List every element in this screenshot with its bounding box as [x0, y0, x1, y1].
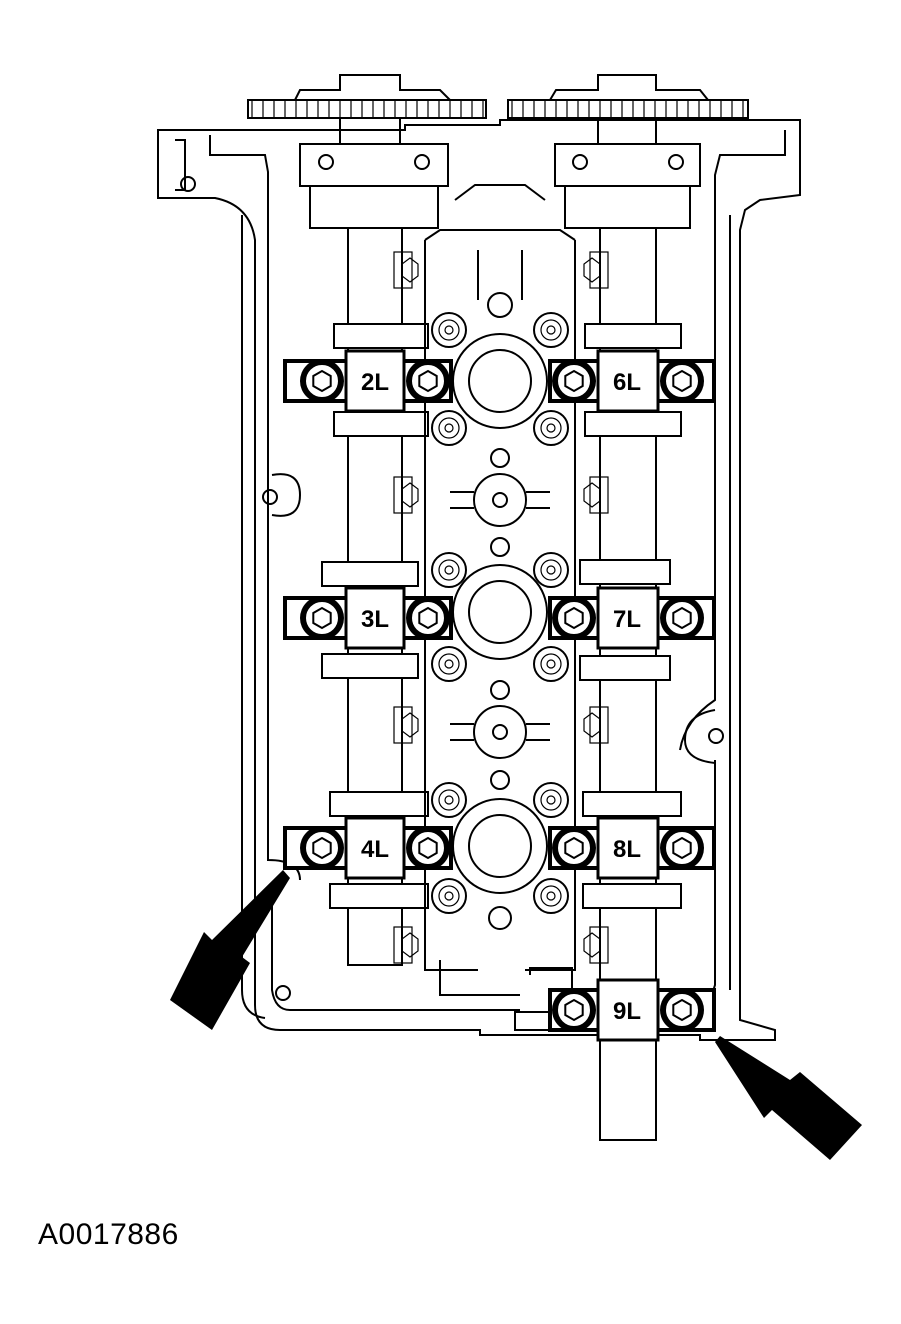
bolt-icon	[533, 878, 569, 914]
bolt-icon	[533, 552, 569, 588]
bolt-icon	[431, 646, 467, 682]
bolt-icon	[406, 359, 450, 403]
bearing-cap-4: 7L	[548, 586, 716, 650]
bolt-icon	[660, 359, 704, 403]
arrow-icon	[170, 870, 290, 1030]
hex-plug	[393, 926, 419, 964]
camshafts	[321, 228, 682, 1141]
bolt-icon	[660, 596, 704, 640]
hex-plugs	[393, 251, 609, 964]
bolt-icon	[431, 878, 467, 914]
bearing-cap-3: 3L	[283, 586, 453, 650]
bolt-icon	[533, 782, 569, 818]
bearing-caps: 2L 6L 3L 7L 4L 8L 9L	[283, 333, 716, 1042]
bolt-icon	[431, 782, 467, 818]
hex-plug	[393, 251, 419, 289]
bearing-cap-7: 9L	[548, 978, 716, 1042]
front-bearing-caps	[299, 143, 701, 229]
cap-label: 8L	[613, 836, 641, 863]
cap-label: 6L	[613, 369, 641, 396]
hex-plug	[583, 251, 609, 289]
bearing-cap-6: 8L	[548, 816, 716, 880]
bolt-icon	[660, 826, 704, 870]
hex-plug	[583, 706, 609, 744]
camshaft-sprockets	[247, 74, 749, 147]
cap-label: 7L	[613, 606, 641, 633]
cap-label: 2L	[361, 369, 389, 396]
bolt-icon	[300, 596, 344, 640]
bolt-icon	[552, 826, 596, 870]
bearing-cap-5: 4L	[283, 816, 453, 880]
figure-id: A0017886	[38, 1218, 179, 1251]
bolt-icon	[552, 596, 596, 640]
bolt-icon	[533, 312, 569, 348]
bolt-icon	[300, 826, 344, 870]
bolt-icon	[660, 988, 704, 1032]
cap-label: 9L	[613, 998, 641, 1025]
bolt-icon	[552, 988, 596, 1032]
hex-plug	[583, 926, 609, 964]
bolt-icon	[533, 646, 569, 682]
cap-label: 3L	[361, 606, 389, 633]
bolt-icon	[533, 410, 569, 446]
bearing-cap-1: 2L	[283, 349, 453, 413]
hex-plug	[583, 476, 609, 514]
hex-plug	[393, 476, 419, 514]
arrow-icon	[715, 1036, 862, 1160]
bolt-icon	[431, 312, 467, 348]
center-valley	[424, 184, 576, 996]
bearing-cap-2: 6L	[548, 349, 716, 413]
cylinder-head-outline	[157, 119, 801, 1041]
bolt-icon	[300, 359, 344, 403]
bolt-icon	[552, 359, 596, 403]
bolt-icon	[431, 552, 467, 588]
bolt-icon	[406, 826, 450, 870]
bolt-icon	[431, 410, 467, 446]
hex-plug	[393, 706, 419, 744]
spark-plug-bosses	[431, 312, 569, 914]
bolt-icon	[406, 596, 450, 640]
cap-label: 4L	[361, 836, 389, 863]
